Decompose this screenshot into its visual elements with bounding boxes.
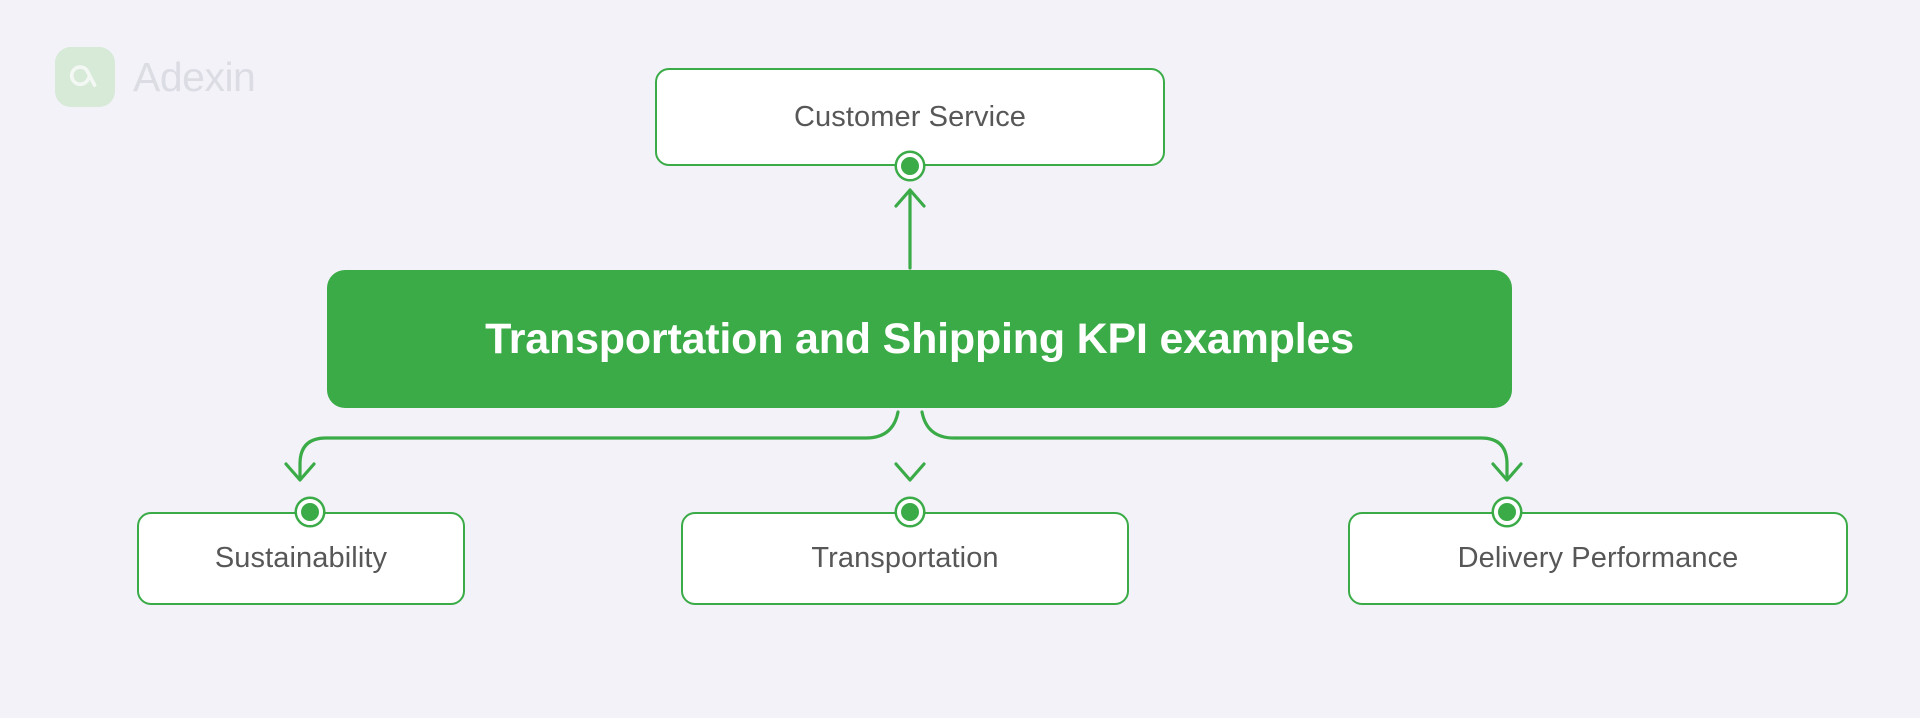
node-delivery-performance[interactable]: Delivery Performance [1348,512,1848,605]
node-sustainability[interactable]: Sustainability [137,512,465,605]
node-label-transportation: Transportation [811,542,999,574]
arrow-up-icon [894,188,926,208]
brand-name: Adexin [133,53,256,100]
node-dot-icon-sustainability [297,499,323,525]
node-dot-icon-delivery-performance [1494,499,1520,525]
node-label-sustainability: Sustainability [214,542,388,574]
node-transportation[interactable]: Transportation [681,512,1129,605]
adexin-swirl-logo-icon [55,47,115,107]
arrow-down-icon-transportation [894,462,926,482]
node-dot-icon-customer-service [897,153,923,179]
node-label-delivery-performance: Delivery Performance [1457,542,1739,574]
arrow-down-icon-sustainability [284,462,316,482]
node-dot-icon-transportation [897,499,923,525]
arrow-down-icon-delivery [1491,462,1523,482]
banner-title: Transportation and Shipping KPI examples [485,314,1354,363]
connector-branch-right [920,410,1509,480]
banner-central-topic[interactable]: Transportation and Shipping KPI examples [327,270,1512,408]
node-customer-service[interactable]: Customer Service [655,68,1165,166]
node-label-customer-service: Customer Service [793,100,1027,133]
brand-logo: Adexin [55,47,256,107]
connector-branch-left [298,410,900,480]
